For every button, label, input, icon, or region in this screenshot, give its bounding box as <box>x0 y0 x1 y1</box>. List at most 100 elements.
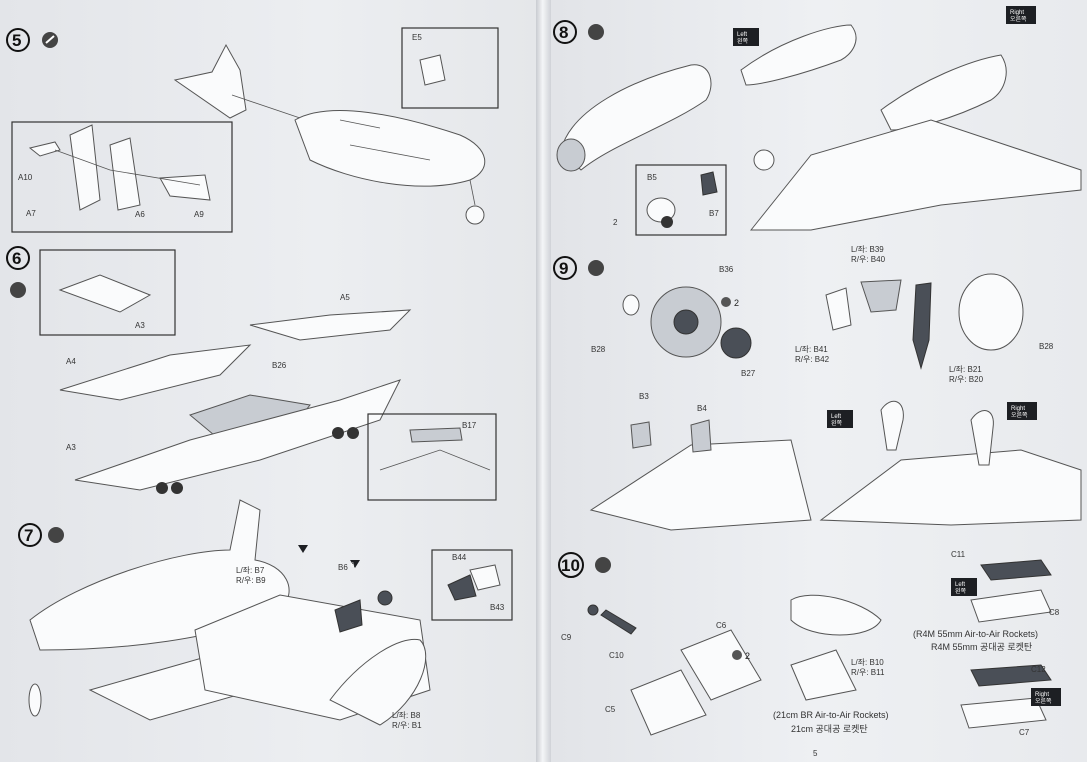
step-10-number: 10 <box>561 556 580 575</box>
part-label-b42: R/우: B42 <box>795 355 830 364</box>
part-label-c8: C8 <box>1049 608 1060 617</box>
part-c11-shape <box>980 559 1052 581</box>
gear-bay-right-shape <box>819 449 1082 526</box>
e5-inset-box <box>401 27 499 109</box>
part-label-b41: L/좌: B41 <box>795 345 828 354</box>
left-page-drawing: 5 A10 A7 A6 A9 E5 6 A3 <box>6 27 513 730</box>
part-b7-shape <box>700 171 718 196</box>
part-label-a3-inset: A3 <box>135 321 145 330</box>
part-label-a10: A10 <box>18 173 33 182</box>
step-5: 5 A10 A7 A6 A9 E5 <box>6 27 499 233</box>
part-label-a6: A6 <box>135 210 145 219</box>
engine-left-intake <box>556 138 586 172</box>
caption-br-en: (21cm BR Air-to-Air Rockets) <box>773 710 889 720</box>
part-label-a9: A9 <box>194 210 204 219</box>
glue-icon <box>595 557 611 573</box>
part-b44-shape <box>447 574 477 601</box>
caption-br-ko: 21cm 공대공 로켓탄 <box>791 724 868 734</box>
step-10-circle <box>558 552 584 578</box>
part-label-b44: B44 <box>452 553 467 562</box>
right-page-drawing: 8 B5 B7 2 Left 왼쪽 Right 오른쪽 9 B36 <box>553 6 1082 758</box>
drill-icon <box>171 482 183 494</box>
nacelle-fairing-shape <box>329 638 427 726</box>
page-number: 5 <box>813 749 818 758</box>
aircraft-fuselage-shape <box>29 499 290 651</box>
engine-left-shape <box>560 64 712 171</box>
drill-icon <box>347 427 359 439</box>
part-b6-cap <box>377 590 393 606</box>
right-page: 8 B5 B7 2 Left 왼쪽 Right 오른쪽 9 B36 <box>551 0 1087 762</box>
part-label-c7: C7 <box>1019 728 1030 737</box>
part-label-a3: A3 <box>66 443 76 452</box>
right-tag-en: Right <box>1035 692 1049 698</box>
left-page: 5 A10 A7 A6 A9 E5 6 A3 <box>0 0 536 762</box>
part-label-b7: B7 <box>709 209 719 218</box>
step-8-number: 8 <box>559 23 568 42</box>
part-a3-inset-shape <box>58 274 152 313</box>
part-label-b28b: B28 <box>1039 342 1054 351</box>
part-label-b3: B3 <box>639 392 649 401</box>
part-label-c5: C5 <box>605 705 616 714</box>
part-b41-shape <box>825 287 852 331</box>
step-8: 8 B5 B7 2 Left 왼쪽 Right 오른쪽 <box>553 6 1082 236</box>
part-label-e5: E5 <box>412 33 422 42</box>
step-8-circle <box>553 20 577 44</box>
assembly-line <box>54 149 201 186</box>
part-b3-shape <box>630 421 652 449</box>
br-rocket-mount-shape <box>790 649 857 701</box>
step-7-number: 7 <box>24 526 33 545</box>
left-tag <box>827 410 853 428</box>
right-tag-en: Right <box>1011 406 1025 412</box>
part-c5-shape <box>630 669 707 736</box>
part-label-c9: C9 <box>561 633 572 642</box>
right-tag-ko: 오른쪽 <box>1011 412 1028 419</box>
x2-icon <box>732 650 742 660</box>
warning-icon <box>661 216 673 228</box>
part-label-c10: C10 <box>609 651 624 660</box>
glue-icon <box>588 260 604 276</box>
right-tag-ko: 오른쪽 <box>1035 698 1052 705</box>
part-label-b8: L/좌: B8 <box>392 711 421 720</box>
part-label-b4: B4 <box>697 404 707 413</box>
part-label-a4: A4 <box>66 357 76 366</box>
wing-a5-shape <box>249 309 412 341</box>
part-label-b9: R/우: B9 <box>236 576 266 585</box>
part-b39-shape <box>860 279 902 313</box>
part-b27-shape <box>720 327 752 359</box>
right-tag <box>1031 688 1061 706</box>
part-e5-shape <box>419 54 446 86</box>
caption-r4m-en: (R4M 55mm Air-to-Air Rockets) <box>913 629 1038 639</box>
engine-top-shape <box>740 24 857 86</box>
part-b28-shape <box>622 294 640 316</box>
gear-bay-left-shape <box>589 439 812 531</box>
badge-2: 2 <box>613 218 618 227</box>
left-tag-en: Left <box>737 32 747 38</box>
wheel-well-inset-box <box>39 249 176 336</box>
part-c6-shape <box>680 629 762 701</box>
step-5-number: 5 <box>12 31 21 50</box>
tail-assembly-shape <box>173 43 247 119</box>
glue-icon-mark <box>45 35 55 44</box>
step-5-circle <box>6 28 30 52</box>
part-label-b27: B27 <box>741 369 756 378</box>
glue-icon <box>48 527 64 543</box>
fuselage-shape <box>294 110 486 187</box>
part-label-a5: A5 <box>340 293 350 302</box>
step-7: 7 L/좌: B7 R/우: B9 L/좌: B8 R/우: B1 B6 6 B… <box>18 499 513 730</box>
part-a9-shape <box>159 174 211 201</box>
main-wheel-shape <box>958 273 1024 351</box>
gear-leg-right-shape <box>970 410 994 466</box>
right-tag <box>1006 6 1036 24</box>
part-label-a7: A7 <box>26 209 36 218</box>
left-tag-ko: 왼쪽 <box>737 37 749 45</box>
nose-gear-strut <box>469 179 476 206</box>
part-label-b1: R/우: B1 <box>392 721 422 730</box>
part-label-c6: C6 <box>716 621 727 630</box>
left-tag-en: Left <box>955 582 965 588</box>
nose-wheel-shape <box>28 683 42 717</box>
part-badge-triangle <box>298 545 308 553</box>
part-label-c11: C11 <box>951 550 966 559</box>
step-9-circle <box>553 256 577 280</box>
aircraft-wing-shape <box>749 119 1082 231</box>
step-9: 9 B36 B28 B27 2 L/좌: B39 R/우: B40 L/좌: B… <box>553 245 1082 531</box>
